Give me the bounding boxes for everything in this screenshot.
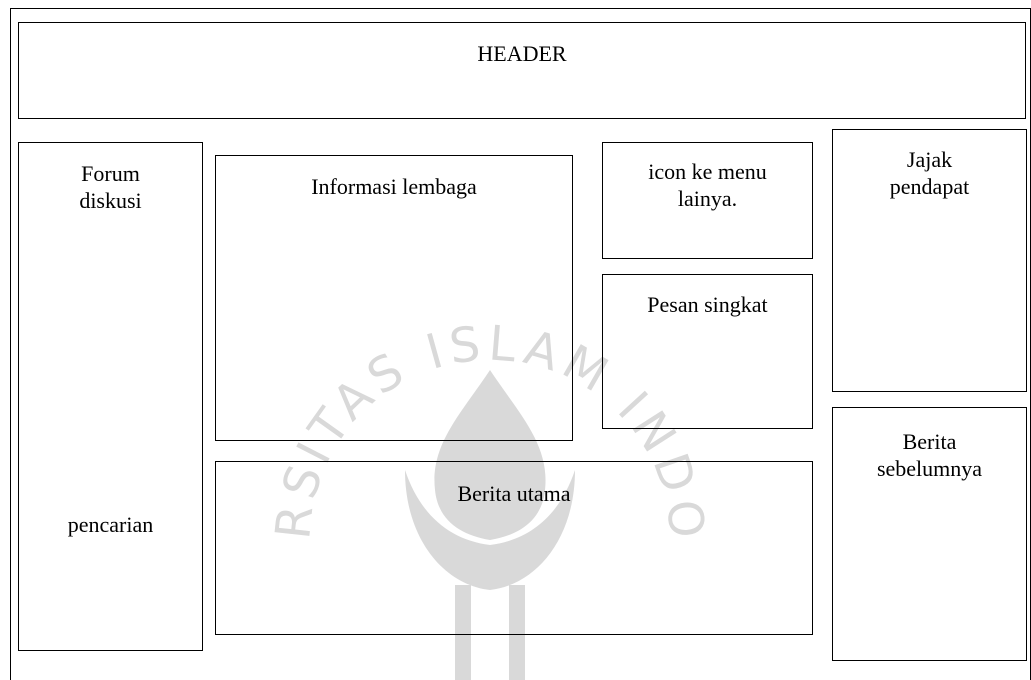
pesan-singkat-box: Pesan singkat xyxy=(602,274,813,429)
jajak-pendapat-box: Jajak pendapat xyxy=(832,129,1027,392)
icon-menu-box: icon ke menu lainya. xyxy=(602,142,813,259)
pencarian-label: pencarian xyxy=(67,512,154,537)
icon-menu-label: icon ke menu lainya. xyxy=(648,159,767,211)
jajak-label: Jajak pendapat xyxy=(889,147,970,199)
header-label: HEADER xyxy=(477,41,567,66)
forum-label: Forum diskusi xyxy=(79,161,142,213)
berita-utama-box: Berita utama xyxy=(215,461,813,635)
header-box: HEADER xyxy=(18,22,1026,119)
university-seal-watermark: UNIVERSITAS ISLAM INDONESIA xyxy=(255,240,709,680)
berita-sebelumnya-box: Berita sebelumnya xyxy=(832,407,1027,661)
forum-sidebar-box: Forum diskusi pencarian xyxy=(18,142,203,651)
informasi-label: Informasi lembaga xyxy=(311,174,477,199)
pesan-label: Pesan singkat xyxy=(647,292,768,317)
berita-utama-label: Berita utama xyxy=(457,481,571,506)
informasi-lembaga-box: Informasi lembaga xyxy=(215,155,573,441)
berita-sebelumnya-label: Berita sebelumnya xyxy=(876,429,983,481)
watermark-emblem xyxy=(405,370,575,680)
